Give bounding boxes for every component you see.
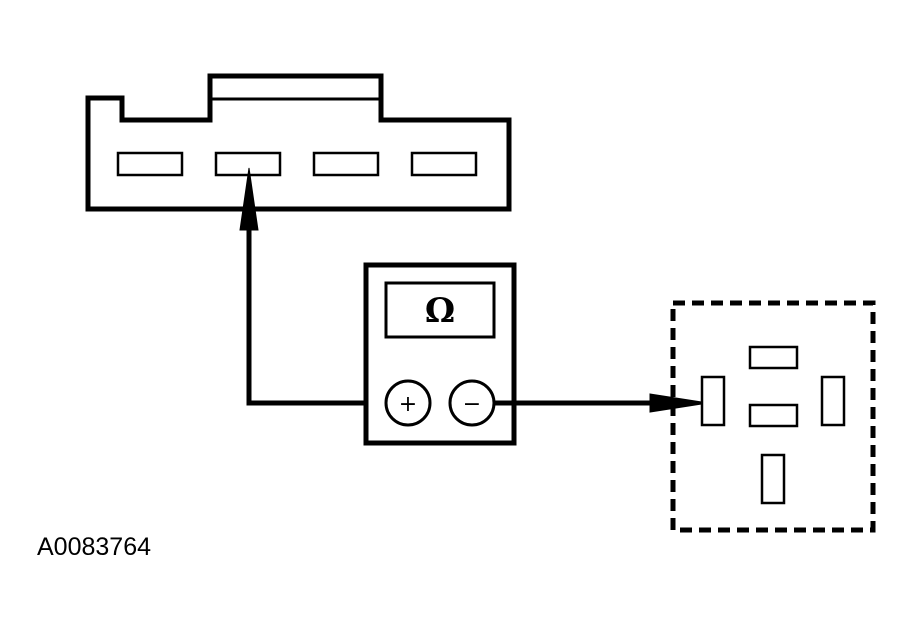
positive-test-lead bbox=[239, 167, 385, 406]
ohmmeter: Ω + − bbox=[363, 262, 517, 446]
positive-lead-wire bbox=[246, 228, 385, 406]
negative-probe-tip bbox=[649, 393, 709, 413]
harness-connector bbox=[85, 73, 512, 212]
figure-id-label: A0083764 bbox=[37, 533, 152, 561]
positive-probe-tip bbox=[239, 167, 259, 231]
connector-pin-3 bbox=[312, 151, 380, 177]
ohm-symbol: Ω bbox=[425, 291, 455, 331]
relay-socket-outline bbox=[670, 300, 876, 533]
ohmmeter-display bbox=[384, 281, 496, 339]
relay-terminal-top bbox=[748, 345, 799, 370]
negative-test-lead bbox=[494, 393, 709, 413]
connector-pin-1 bbox=[116, 151, 184, 177]
relay-terminal-bottom bbox=[760, 453, 786, 505]
relay-terminal-center bbox=[748, 403, 799, 428]
connector-body bbox=[85, 73, 512, 212]
positive-terminal bbox=[384, 379, 432, 427]
negative-terminal-label: − bbox=[463, 392, 481, 417]
relay-terminal-left bbox=[700, 375, 726, 427]
connector-pin-4 bbox=[410, 151, 478, 177]
relay-socket bbox=[670, 300, 876, 533]
positive-terminal-label: + bbox=[399, 392, 417, 417]
relay-terminal-right bbox=[820, 375, 846, 427]
